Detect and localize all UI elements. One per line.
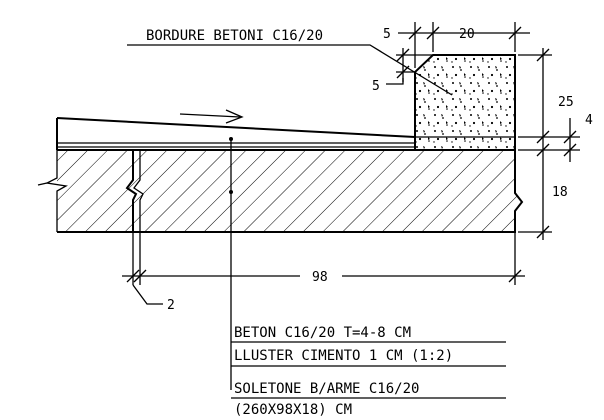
dim-chamfer-v: 5 [372, 79, 380, 94]
top-layer-surface [56, 117, 416, 138]
dim-slab-thickness: 18 [552, 185, 568, 200]
dim-right-tick-1 [536, 48, 550, 62]
bottom-dimensions: 98 2 [122, 232, 525, 313]
slab-label-line2: (260X98X18) CM [234, 402, 352, 418]
slope-arrow-head [225, 109, 244, 124]
chamfer-v-dimension: 5 [372, 48, 433, 94]
dim-cv-tick-1 [396, 48, 410, 62]
dim-right-tick-2 [536, 130, 550, 144]
dim-top-tick-2 [426, 26, 440, 40]
left-break-symbol [44, 150, 68, 232]
dim-layer-thickness: 4 [585, 113, 593, 128]
top-layer [56, 109, 416, 150]
slab-hatch [57, 150, 522, 232]
left-break-tick [37, 182, 48, 186]
leader-dot-1 [229, 137, 233, 141]
dim-cv-leader [386, 78, 404, 85]
layer-plaster-label: LLUSTER CIMENTO 1 CM (1:2) [234, 348, 453, 364]
dim-98-gap [300, 268, 342, 284]
dim-chamfer-h: 5 [383, 27, 391, 42]
slab-joint [125, 150, 138, 232]
dim-top-tick-3 [508, 26, 522, 40]
dim-bottom-tick-1 [126, 269, 140, 283]
layer-leader-group: BETON C16/20 T=4-8 CM LLUSTER CIMENTO 1 … [229, 137, 506, 418]
dim-joint: 2 [167, 298, 175, 313]
dim-cv-tick-2 [396, 65, 410, 79]
dim-right-tick-4 [536, 225, 550, 239]
dim-curb-height: 25 [558, 95, 574, 110]
slab-joint-2 [133, 150, 144, 232]
curb-label: BORDURE BETONI C16/20 [146, 28, 323, 44]
dim-curb-width: 20 [459, 27, 475, 42]
curb-body [414, 54, 516, 151]
curb [414, 54, 516, 151]
slope-arrow-shaft [179, 113, 241, 118]
curb-leader [127, 44, 453, 96]
layer-concrete-label: BETON C16/20 T=4-8 CM [234, 325, 411, 341]
dim-four-tick-2 [563, 143, 577, 157]
dim-bottom-tick-3 [508, 269, 522, 283]
top-dimensions: 5 20 [383, 22, 530, 68]
dim-right-tick-3 [536, 143, 550, 157]
slab-label-line1: SOLETONE B/ARME C16/20 [234, 381, 419, 397]
dim-top-tick-1 [408, 26, 422, 40]
dim-slab-length: 98 [312, 270, 328, 285]
leader-dot-2 [229, 190, 233, 194]
right-dimensions: 25 4 18 [518, 48, 593, 240]
dim-bottom-tick-2 [133, 269, 147, 283]
slab [37, 149, 524, 233]
dim-four-tick-1 [563, 130, 577, 144]
dim-joint-leader [132, 284, 163, 305]
curb-label-group: BORDURE BETONI C16/20 [127, 28, 453, 96]
